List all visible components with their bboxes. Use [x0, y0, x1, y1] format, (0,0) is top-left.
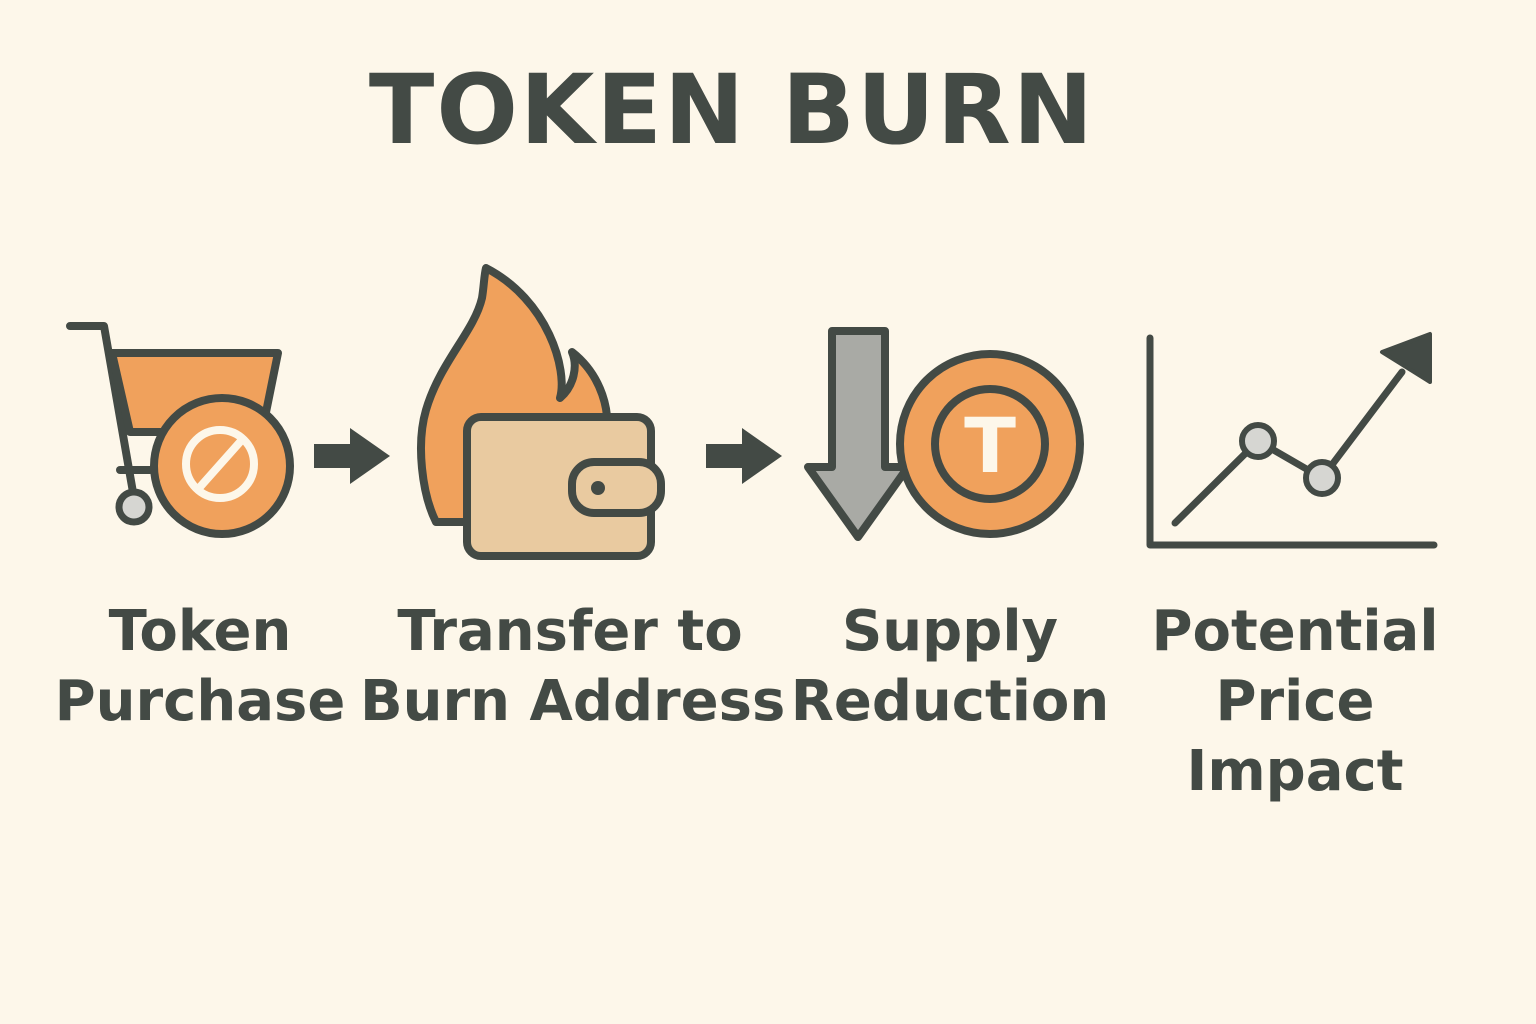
flaming-wallet-icon — [417, 264, 665, 560]
step-label-line: Potential — [1151, 599, 1439, 664]
step-label-line: Supply — [841, 599, 1059, 664]
step-label-supply-reduction: Supply Reduction — [790, 597, 1110, 737]
step-label-line: Transfer to — [397, 599, 743, 664]
shopping-cart-icon — [66, 322, 294, 538]
step-label-line: Purchase — [54, 669, 346, 734]
step-label-token-purchase: Token Purchase — [50, 597, 350, 737]
step-label-transfer-to-burn-address: Transfer to Burn Address — [360, 597, 786, 737]
down-arrow-coin-icon: T — [804, 327, 1084, 541]
step-label-line: Token — [108, 599, 292, 664]
coin-letter: T — [964, 401, 1016, 490]
step-label-line: Impact — [1186, 739, 1404, 804]
step-label-potential-price-impact: Potential Price Impact — [1140, 597, 1450, 807]
rising-line-chart-icon — [1146, 332, 1438, 549]
flow-arrow-1-icon — [314, 428, 390, 484]
step-label-line: Reduction — [790, 669, 1110, 734]
page-title: TOKEN BURN — [368, 54, 1096, 166]
flow-arrow-2-icon — [706, 428, 782, 484]
step-label-line: Burn Address — [360, 669, 786, 734]
step-label-line: Price — [1215, 669, 1375, 734]
